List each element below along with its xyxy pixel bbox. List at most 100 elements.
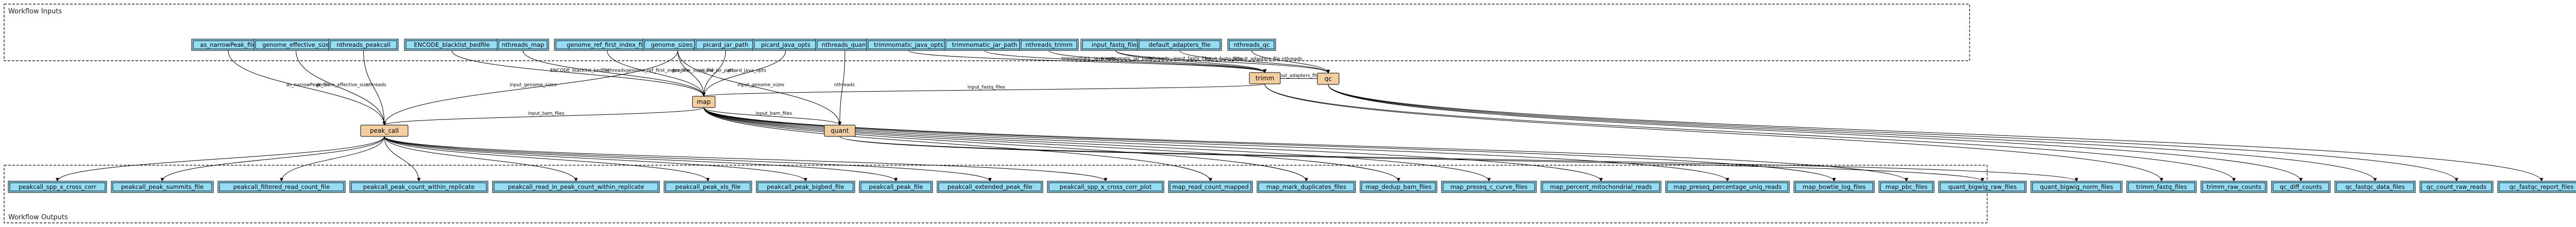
edge-map-to-map-read-count-mapped: [703, 107, 1212, 182]
edge-qc-to-qc-fastqc-report-files: [1328, 84, 2544, 182]
output-node-quant-bigwig-raw-files[interactable]: quant_bigwig_raw_files: [1938, 181, 2027, 193]
edge-peak-call-to-peakcall-peak-count-within-replicate: [384, 136, 421, 182]
output-node-map-percent-mitochondrial-reads[interactable]: map_percent_mitochondrial_reads: [1540, 181, 1662, 193]
edge-qc-to-qc-diff-counts: [1328, 84, 2303, 182]
step-node-peak-call[interactable]: peak_call: [360, 125, 409, 137]
edge-input-fastq-files-to-trimm: input_fastq_files: [1115, 50, 1267, 73]
input-node-genome-effective-size[interactable]: genome_effective_size: [253, 39, 338, 51]
output-node-peakcall-peak-bigbed-file[interactable]: peakcall_peak_bigbed_file: [756, 181, 855, 193]
node-label: input_fastq_files: [1092, 41, 1140, 48]
input-node-trimmomatic-java-opts[interactable]: trimmomatic_java_opts: [866, 39, 951, 51]
output-node-peakcall-peak-file[interactable]: peakcall_peak_file: [859, 181, 933, 193]
node-label: picard_java_opts: [761, 41, 810, 48]
edge-label: picard_java_opts: [727, 68, 767, 74]
input-node-picard-jar-path[interactable]: picard_jar_path: [694, 39, 757, 51]
output-node-map-preseq-percentage-uniq-reads[interactable]: map_preseq_percentage_uniq_reads: [1665, 181, 1790, 193]
output-node-map-bowtie-log-files[interactable]: map_bowtie_log_files: [1793, 181, 1875, 193]
workflow-inputs-cluster: Workflow Inputs: [4, 4, 1970, 61]
input-node-input-fastq-files[interactable]: input_fastq_files: [1080, 39, 1151, 51]
edge-genome-sizes-file-to-peak-call: input_genome_sizes: [382, 50, 678, 126]
input-node-picard-java-opts[interactable]: picard_java_opts: [752, 39, 819, 51]
step-node-quant[interactable]: quant: [824, 125, 856, 137]
input-node-nthreads-peakcall[interactable]: nthreads_peakcall: [328, 39, 399, 51]
edge-peak-call-to-peakcall-extended-peak-file: [384, 136, 992, 182]
output-node-peakcall-peak-xls-file[interactable]: peakcall_peak_xls_file: [664, 181, 752, 193]
edge-default-adapters-file-to-qc: default_adapters_file: [1179, 50, 1330, 74]
edge-map-to-peak-call: input_bam_files: [382, 107, 704, 126]
node-label: map_pbc_files: [1886, 183, 1927, 190]
step-node-trimm[interactable]: trimm: [1249, 72, 1281, 84]
edge-map-to-map-percent-mitochondrial-reads: [703, 107, 1603, 182]
output-node-peakcall-spp-x-cross-corr-plot[interactable]: peakcall_spp_x_cross_corr_plot: [1047, 181, 1164, 193]
node-label: qc_count_raw_reads: [2427, 183, 2486, 190]
step-node-qc[interactable]: qc: [1317, 73, 1340, 85]
step-node-map[interactable]: map: [692, 96, 716, 108]
edge-label: nthreads: [605, 68, 626, 74]
edge-peak-call-to-peakcall-read-in-peak-count-within-replicate: [384, 136, 578, 182]
edge-nthreads-map-to-map: nthreads: [522, 50, 706, 97]
output-node-qc-fastqc-data-files[interactable]: qc_fastqc_data_files: [2334, 181, 2416, 193]
output-node-peakcall-peak-count-within-replicate[interactable]: peakcall_peak_count_within_replicate: [349, 181, 488, 193]
node-label: trimm_raw_counts: [2207, 183, 2261, 190]
edge-peak-call-to-peakcall-peak-xls-file: [384, 136, 710, 182]
edge-label: input_bam_files: [528, 111, 565, 116]
edge-label: genome_effective_size: [316, 83, 369, 88]
output-node-peakcall-spp-x-cross-corr[interactable]: peakcall_spp_x_cross_corr: [8, 181, 107, 193]
input-node-nthreads-qc[interactable]: nthreads_qc: [1227, 39, 1276, 51]
edge-label: input_genome_sizes: [737, 83, 784, 88]
edge-label: trimmomatic_jar_path: [1101, 57, 1152, 62]
output-node-peakcall-extended-peak-file[interactable]: peakcall_extended_peak_file: [937, 181, 1043, 193]
output-node-map-preseq-c-curve-files[interactable]: map_preseq_c_curve_files: [1441, 181, 1537, 193]
edge-peak-call-to-peakcall-spp-x-cross-corr: [56, 136, 385, 182]
output-node-qc-diff-counts[interactable]: qc_diff_counts: [2271, 181, 2331, 193]
workflow-outputs-cluster: Workflow Outputs: [4, 165, 1988, 223]
node-label: peakcall_peak_file: [869, 183, 923, 190]
node-label: nthreads_trimm: [1025, 41, 1073, 48]
output-node-peakcall-filtered-read-count-file[interactable]: peakcall_filtered_read_count_file: [217, 181, 346, 193]
input-node-nthreads-quant[interactable]: nthreads_quant: [815, 39, 875, 51]
input-node-nthreads-trimm[interactable]: nthreads_trimm: [1019, 39, 1079, 51]
input-node-trimmomatic-jar-path[interactable]: trimmomatic_jar_path: [944, 39, 1025, 51]
input-node-genome-ref-first-index-file[interactable]: genome_ref_first_index_file: [554, 39, 660, 51]
output-node-map-dedup-bam-files[interactable]: map_dedup_bam_files: [1360, 181, 1437, 193]
output-node-qc-fastqc-report-files[interactable]: qc_fastqc_report_files: [2497, 181, 2576, 193]
edge-label: default_adapters_file: [1232, 57, 1281, 62]
node-label: as_narrowPeak_file: [200, 41, 256, 48]
node-label: peakcall_extended_peak_file: [947, 183, 1032, 190]
edge-label: input_fastq_files: [968, 85, 1005, 90]
node-label: map_mark_duplicates_files: [1266, 183, 1346, 190]
input-node-nthreads-map[interactable]: nthreads_map: [497, 39, 549, 51]
output-node-peakcall-read-in-peak-count-within-replicate[interactable]: peakcall_read_in_peak_count_within_repli…: [492, 181, 660, 193]
node-label: genome_effective_size: [262, 41, 330, 48]
edge-nthreads-qc-to-qc: nthreads: [1251, 50, 1330, 74]
edge-genome-effective-size-to-peak-call: genome_effective_size: [296, 50, 386, 126]
workflow-outputs-label: Workflow Outputs: [8, 214, 68, 221]
output-node-peakcall-peak-summits-file[interactable]: peakcall_peak_summits_file: [111, 181, 214, 193]
output-node-qc-count-raw-reads[interactable]: qc_count_raw_reads: [2419, 181, 2494, 193]
output-node-trimm-fastq-files[interactable]: trimm_fastq_files: [2126, 181, 2197, 193]
edge-trimm-to-map: input_fastq_files: [702, 83, 1265, 97]
step-label: map: [697, 98, 711, 106]
node-label: trimmomatic_java_opts: [874, 41, 943, 48]
output-node-quant-bigwig-norm-files[interactable]: quant_bigwig_norm_files: [2030, 181, 2123, 193]
edge-label: trimmomatic_java_opts: [1062, 57, 1116, 62]
step-label: quant: [831, 127, 849, 134]
edge-trimm-to-trimm-raw-counts: [1264, 83, 2236, 182]
edge-map-to-map-dedup-bam-files: [703, 107, 1400, 182]
step-label: qc: [1325, 75, 1332, 82]
output-node-map-read-count-mapped[interactable]: map_read_count_mapped: [1168, 181, 1253, 193]
input-node-as-narrowpeak-file[interactable]: as_narrowPeak_file: [191, 39, 265, 51]
input-node-default-adapters-file[interactable]: default_adapters_file: [1137, 39, 1222, 51]
edge-picard-java-opts-to-map: picard_java_opts: [702, 50, 786, 97]
output-node-trimm-raw-counts[interactable]: trimm_raw_counts: [2200, 181, 2267, 193]
node-label: peakcall_peak_summits_file: [121, 183, 204, 190]
edge-picard-jar-path-to-map: picard_jar_path: [699, 50, 735, 97]
workflow-inputs-label: Workflow Inputs: [8, 8, 62, 15]
edge-label: as_narrowPeak_file: [286, 83, 331, 88]
edge-peak-call-to-peakcall-peak-file: [384, 136, 898, 182]
output-node-map-mark-duplicates-files[interactable]: map_mark_duplicates_files: [1257, 181, 1356, 193]
output-node-map-pbc-files[interactable]: map_pbc_files: [1878, 181, 1935, 193]
input-node-encode-blacklist-bedfile[interactable]: ENCODE_blacklist_bedfile: [404, 39, 500, 51]
